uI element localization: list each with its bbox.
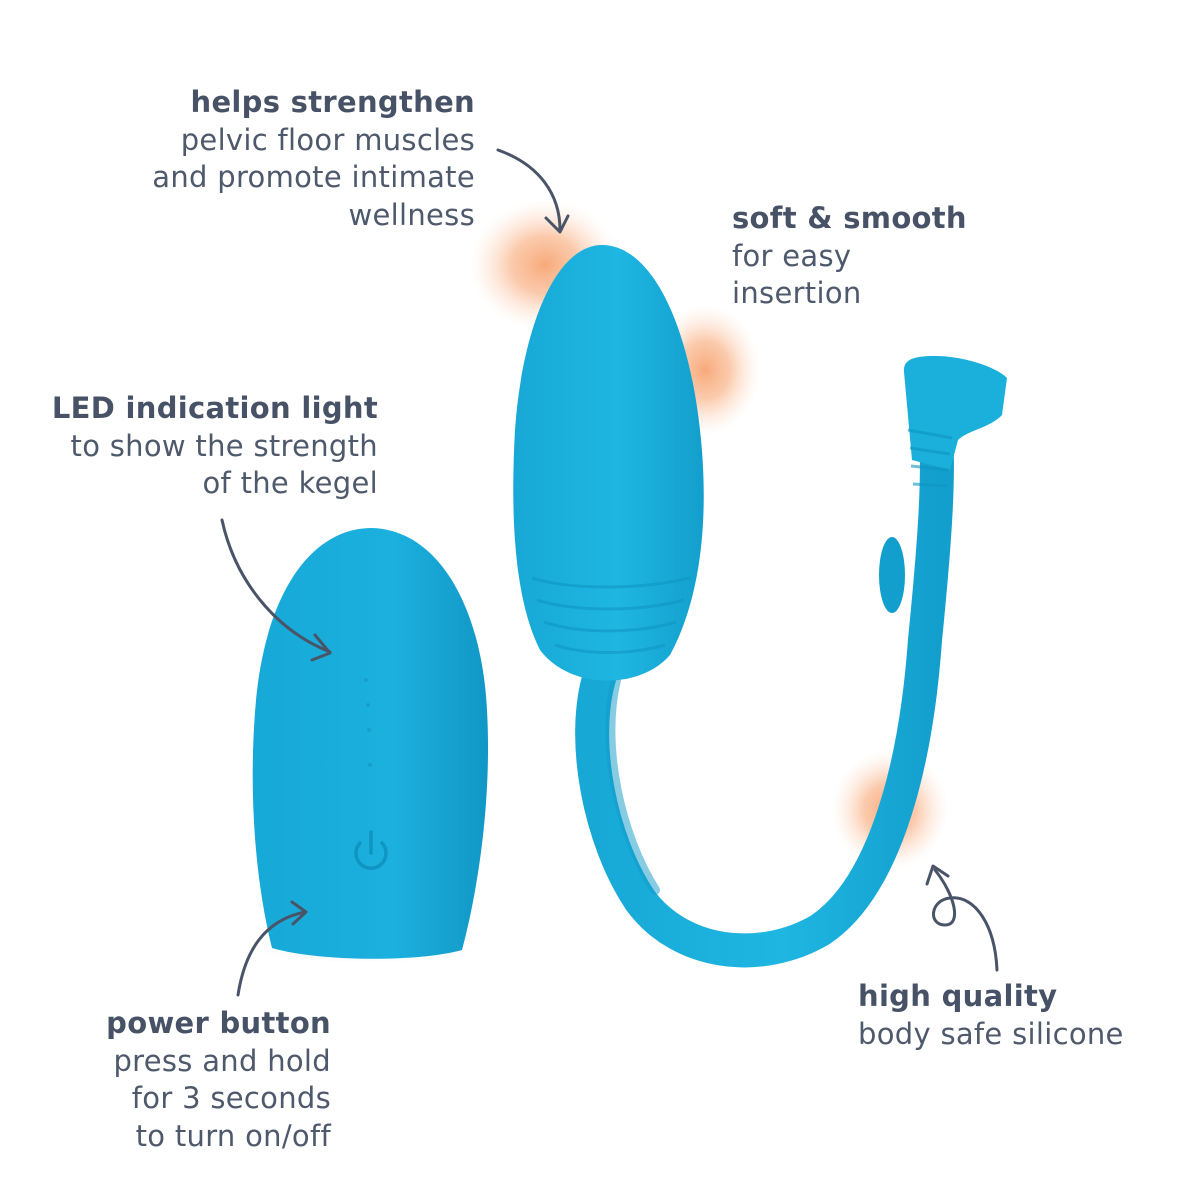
kegel-ball: [513, 245, 704, 681]
arrow-power: [236, 900, 308, 997]
callout-line: press and hold: [113, 1043, 331, 1078]
cord-side-button: [879, 537, 905, 613]
kegel-cord: [575, 403, 954, 968]
ball-ribs: [531, 576, 691, 654]
callout-heading: helps strengthen: [190, 85, 475, 119]
callout-quality: high quality body safe silicone: [858, 978, 1124, 1053]
callout-heading: power button: [106, 1006, 331, 1040]
arrow-strengthen: [496, 148, 570, 234]
callout-heading: soft & smooth: [732, 201, 967, 235]
callout-power: power button press and hold for 3 second…: [106, 1005, 331, 1155]
callout-strengthen: helps strengthen pelvic floor muscles an…: [152, 84, 475, 234]
callout-soft: soft & smooth for easy insertion: [732, 200, 967, 313]
callout-heading: LED indication light: [51, 391, 378, 425]
callout-line: of the kegel: [202, 466, 378, 500]
tail-ribs: [907, 428, 953, 488]
callout-line: for 3 seconds: [131, 1081, 331, 1115]
kegel-tail-end: [903, 356, 1007, 470]
power-icon: [354, 830, 388, 870]
kegel-cord-shade: [605, 675, 660, 895]
remote-control: [252, 528, 489, 959]
callout-led: LED indication light to show the strengt…: [52, 390, 378, 503]
callout-line: and promote intimate: [152, 160, 475, 194]
callout-line: body safe silicone: [858, 1016, 1124, 1051]
callout-line: pelvic floor muscles: [180, 122, 475, 157]
callout-line: for easy: [732, 238, 852, 273]
callout-line: to turn on/off: [135, 1118, 331, 1153]
callout-line: insertion: [732, 276, 862, 310]
led-indicator-dots: [364, 678, 372, 767]
arrow-led: [220, 518, 332, 662]
callout-line: to show the strength: [70, 428, 378, 463]
arrow-quality: [925, 864, 999, 972]
callout-heading: high quality: [858, 979, 1058, 1013]
callout-line: wellness: [348, 197, 475, 232]
